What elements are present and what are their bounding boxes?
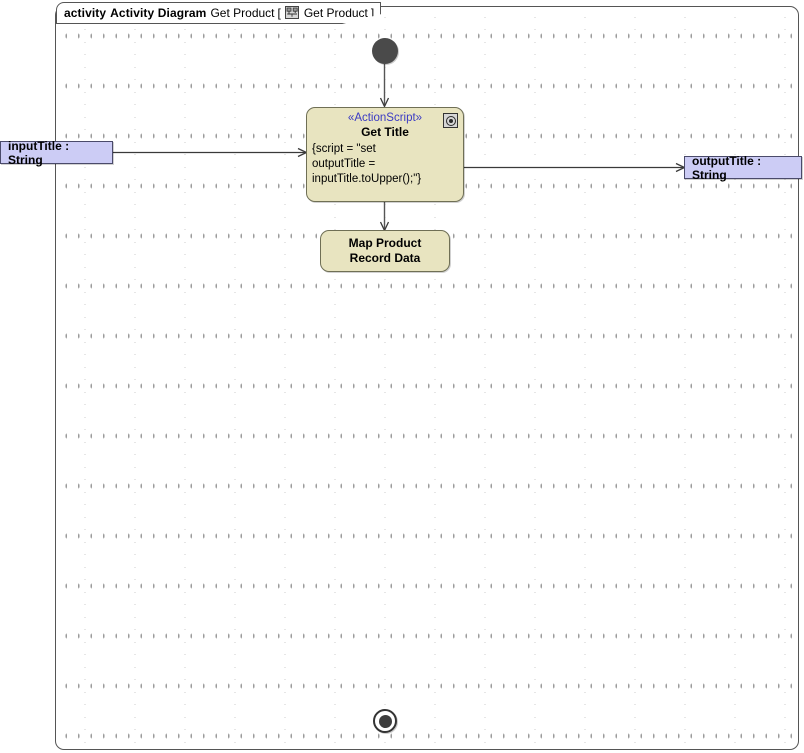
- action-title-line2: Record Data: [349, 251, 421, 265]
- frame-name: Get Product: [210, 6, 275, 20]
- frame-bracket-close: ]: [370, 6, 375, 20]
- activity-final-node[interactable]: [373, 709, 397, 733]
- action-script-body: {script = "set outputTitle = inputTitle.…: [312, 143, 422, 185]
- action-title-line1: Map Product: [348, 236, 422, 250]
- output-parameter-node[interactable]: outputTitle : String: [684, 153, 802, 182]
- action-node-get-title[interactable]: «ActionScript» Get Title {script = "set …: [306, 107, 464, 202]
- frame-diagram-kind: Activity Diagram: [110, 6, 207, 20]
- frame-context: Get Product: [303, 6, 368, 20]
- final-node-center: [378, 714, 392, 728]
- frame-bracket-open: [: [277, 6, 281, 20]
- action-title: Get Title: [361, 125, 409, 139]
- frame-keyword: activity: [64, 6, 107, 20]
- input-parameter-label: inputTitle : String: [8, 138, 70, 167]
- action-stereotype: «ActionScript»: [347, 112, 423, 124]
- output-parameter-label: outputTitle : String: [692, 153, 762, 182]
- initial-node[interactable]: [372, 38, 398, 64]
- input-parameter-node[interactable]: inputTitle : String: [0, 138, 113, 167]
- action-node-map-product-record-data[interactable]: Map Product Record Data: [320, 230, 450, 272]
- script-marker-icon: [443, 113, 458, 128]
- frame-header[interactable]: activity Activity Diagram Get Product [ …: [56, 2, 382, 24]
- activity-diagram-icon: [284, 6, 300, 20]
